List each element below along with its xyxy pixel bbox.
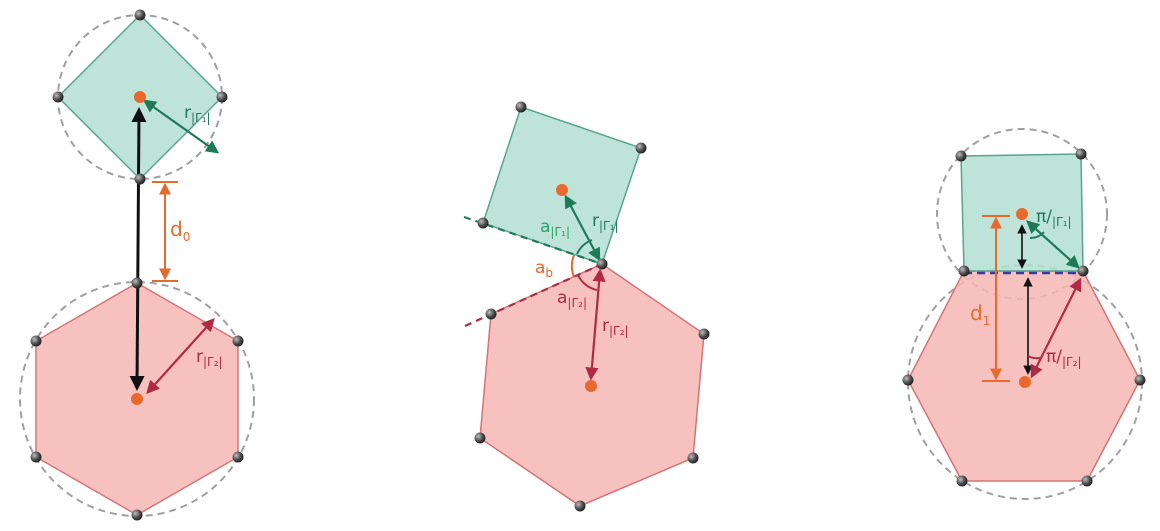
hexagon-center-dot — [131, 393, 143, 405]
hexagon-radius-arrow — [1030, 277, 1082, 379]
center-distance-arrow — [129, 107, 147, 391]
label-r-gamma2: r|Γ₂| — [196, 347, 223, 369]
square-radius-arrow — [142, 99, 220, 154]
hexagon-radius-arrow — [146, 318, 215, 394]
square-center-dot — [556, 184, 568, 196]
vertex-markers — [902, 148, 1146, 487]
square-center-dot — [1016, 208, 1028, 220]
vertex-markers — [474, 101, 710, 512]
label-r-gamma2: r|Γ₂| — [602, 316, 629, 338]
label-a-gamma2: a|Γ₂| — [557, 288, 587, 310]
hexagon-center-dot — [585, 380, 597, 392]
hexagon-radius-arrow — [585, 268, 606, 381]
label-a-gamma1: a|Γ₁| — [540, 217, 570, 239]
angle-pi-gamma1-arc — [1029, 231, 1045, 239]
hexagon-shape — [907, 270, 1141, 482]
square-center-dot — [134, 91, 146, 103]
label-pi-gamma1: π/|Γ₁| — [1036, 207, 1072, 229]
label-d0: d0 — [170, 217, 190, 244]
square-radius-arrow — [1026, 220, 1080, 269]
panel-2: a|Γ₁| r|Γ₁| ab a|Γ₂| r|Γ₂| — [463, 101, 710, 512]
label-r-gamma1: r|Γ₁| — [184, 103, 211, 125]
hexagon-center-dot — [1019, 376, 1031, 388]
panel-1: r|Γ₁| d0 r|Γ₂| — [19, 9, 255, 521]
square-radius-arrow — [564, 194, 601, 262]
panel-3: π/|Γ₁| d1 π/|Γ₂| — [902, 128, 1146, 500]
label-pi-gamma2: π/|Γ₂| — [1046, 347, 1082, 369]
label-r-gamma1: r|Γ₁| — [592, 211, 619, 233]
angle-ab-arc — [570, 254, 575, 278]
angle-pi-gamma2-arc — [1027, 355, 1041, 360]
label-ab: ab — [535, 258, 553, 280]
vertex-markers — [30, 9, 244, 521]
label-d1: d1 — [970, 301, 990, 328]
